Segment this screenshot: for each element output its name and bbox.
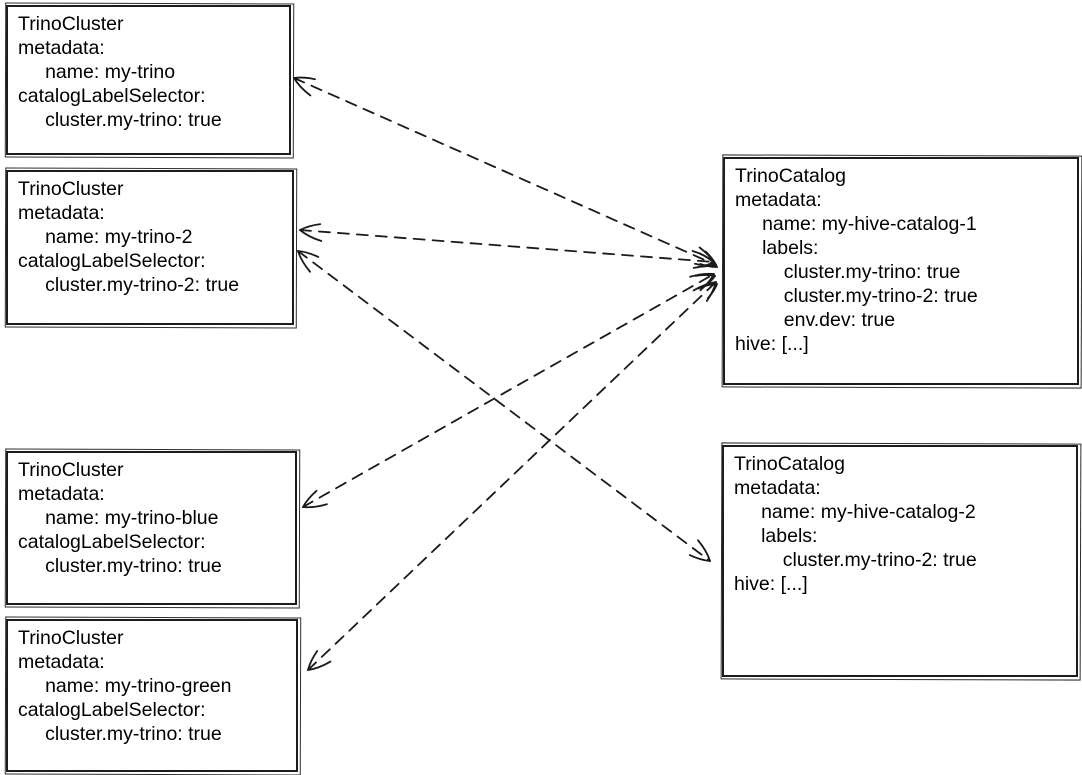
node-line: hive: [...]: [734, 573, 808, 595]
node-line: metadata:: [734, 477, 821, 499]
node-trinocluster-my-trino-2: TrinoCluster metadata: name: my-trino-2 …: [6, 170, 294, 325]
node-line: name: my-trino: [18, 61, 176, 83]
node-line: labels:: [734, 525, 818, 547]
node-line: cluster.my-trino: true: [18, 723, 222, 745]
node-line: catalogLabelSelector:: [18, 699, 206, 721]
node-line: metadata:: [18, 202, 105, 224]
node-trinocluster-my-trino-green: TrinoCluster metadata: name: my-trino-gr…: [6, 619, 298, 772]
node-line: name: my-trino-blue: [18, 507, 219, 529]
node-line: cluster.my-trino-2: true: [734, 549, 977, 571]
node-trinocatalog-my-hive-catalog-2: TrinoCatalog metadata: name: my-hive-cat…: [722, 445, 1078, 677]
node-line: TrinoCatalog: [735, 165, 846, 187]
node-line: cluster.my-trino: true: [18, 109, 222, 131]
node-line: catalogLabelSelector:: [18, 85, 206, 107]
node-line: env.dev: true: [735, 309, 896, 331]
node-line: cluster.my-trino: true: [735, 261, 961, 283]
node-line: TrinoCatalog: [734, 453, 845, 475]
node-line: TrinoCluster: [18, 627, 124, 649]
node-line: cluster.my-trino-2: true: [18, 274, 240, 296]
node-line: cluster.my-trino: true: [18, 555, 222, 577]
node-line: labels:: [735, 237, 819, 259]
node-line: metadata:: [735, 189, 822, 211]
node-line: name: my-hive-catalog-2: [734, 501, 976, 523]
node-line: name: my-hive-catalog-1: [735, 213, 977, 235]
node-trinocluster-my-trino-blue: TrinoCluster metadata: name: my-trino-bl…: [6, 451, 297, 605]
node-line: TrinoCluster: [18, 459, 124, 481]
node-line: metadata:: [18, 483, 105, 505]
node-line: hive: [...]: [735, 333, 809, 355]
node-line: TrinoCluster: [18, 178, 124, 200]
node-line: metadata:: [18, 37, 105, 59]
node-line: name: my-trino-green: [18, 675, 232, 697]
node-trinocatalog-my-hive-catalog-1: TrinoCatalog metadata: name: my-hive-cat…: [723, 157, 1079, 385]
node-line: name: my-trino-2: [18, 226, 193, 248]
node-trinocluster-my-trino: TrinoCluster metadata: name: my-trino ca…: [6, 5, 291, 155]
node-line: TrinoCluster: [18, 13, 124, 35]
node-line: catalogLabelSelector:: [18, 250, 206, 272]
node-line: cluster.my-trino-2: true: [735, 285, 978, 307]
node-line: metadata:: [18, 651, 105, 673]
node-line: catalogLabelSelector:: [18, 531, 206, 553]
